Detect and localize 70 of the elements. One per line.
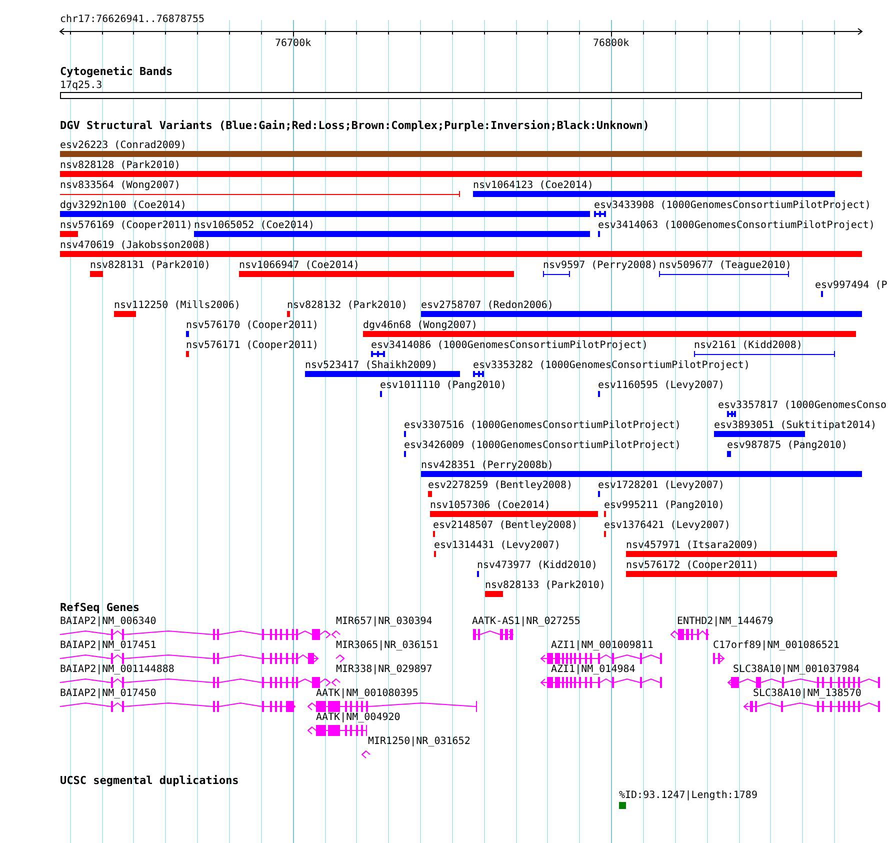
variant-label: nsv1064123 (Coe2014)	[473, 180, 594, 191]
variant-label: esv3307516 (1000GenomesConsortiumPilotProject)	[404, 420, 681, 431]
variant-label: nsv457971 (Itsara2009)	[626, 540, 758, 551]
band-label: 17q25.3	[60, 80, 102, 91]
variant-label: esv2278259 (Bentley2008)	[428, 480, 572, 491]
gene-label: BAIAP2|NM_006340	[60, 616, 156, 627]
variant-label: nsv576172 (Cooper2011)	[626, 560, 758, 571]
gene-label: MIR338|NR_029897	[336, 664, 432, 675]
track-heading: DGV Structural Variants (Blue:Gain;Red:Loss;Brown:Complex;Purple:Inversion;Black:Unknown)	[60, 120, 650, 132]
variant-label: nsv523417 (Shaikh2009)	[305, 360, 438, 371]
variant-label: esv2758707 (Redon2006)	[421, 300, 554, 311]
variant-label: esv3433908 (1000GenomesConsortiumPilotProject)	[594, 200, 871, 211]
variant-label: nsv428351 (Perry2008b)	[421, 460, 554, 471]
duplication-label: %ID:93.1247|Length:1789	[619, 790, 758, 801]
variant-label: esv1314431 (Levy2007)	[434, 540, 560, 551]
gene-label: BAIAP2|NM_001144888	[60, 664, 174, 675]
variant-label: nsv576170 (Cooper2011)	[186, 320, 318, 331]
variant-label: nsv828128 (Park2010)	[60, 160, 180, 171]
variant-label: nsv828133 (Park2010)	[485, 580, 606, 591]
variant-label: esv997494 (P	[815, 280, 888, 291]
variant-label: nsv2161 (Kidd2008)	[694, 340, 802, 351]
variant-label: esv3893051 (Suktitipat2014)	[714, 420, 877, 431]
variant-label: nsv1065052 (Coe2014)	[194, 220, 314, 231]
tick-label: 76700k	[275, 38, 312, 49]
variant-label: nsv473977 (Kidd2010)	[477, 560, 598, 571]
gene-label: AATK|NM_004920	[316, 712, 400, 723]
variant-label: nsv1057306 (Coe2014)	[430, 500, 550, 511]
variant-label: dgv46n68 (Wong2007)	[363, 320, 478, 331]
coordinate-range-label: chr17:76626941..76878755	[60, 14, 204, 25]
variant-label: esv3414063 (1000GenomesConsortiumPilotProject)	[598, 220, 875, 231]
variant-label: nsv828131 (Park2010)	[90, 260, 210, 271]
gene-label: MIR3065|NR_036151	[336, 640, 438, 651]
variant-label: nsv576169 (Cooper2011)	[60, 220, 192, 231]
variant-label: esv3357817 (1000GenomesConso	[718, 400, 887, 411]
variant-label: nsv576171 (Cooper2011)	[186, 340, 318, 351]
gene-label: MIR1250|NR_031652	[368, 736, 470, 747]
variant-label: esv1011110 (Pang2010)	[380, 380, 506, 391]
variant-label: esv1160595 (Levy2007)	[598, 380, 724, 391]
variant-label: nsv1066947 (Coe2014)	[239, 260, 360, 271]
gene-label: AZI1|NM_014984	[551, 664, 636, 675]
gene-label: BAIAP2|NM_017451	[60, 640, 156, 651]
variant-label: dgv3292n100 (Coe2014)	[60, 200, 186, 211]
variant-label: nsv470619 (Jakobsson2008)	[60, 240, 211, 251]
variant-label: esv3414086 (1000GenomesConsortiumPilotProject)	[371, 340, 648, 351]
track-heading: Cytogenetic Bands	[60, 66, 173, 78]
gene-label: SLC38A10|NM_001037984	[733, 664, 860, 675]
variant-label: nsv509677 (Teague2010)	[659, 260, 792, 271]
variant-label: esv995211 (Pang2010)	[604, 500, 724, 511]
variant-label: esv3426009 (1000GenomesConsortiumPilotProject)	[404, 440, 681, 451]
gene-label: C17orf89|NM_001086521	[713, 640, 840, 651]
track-heading: UCSC segmental duplications	[60, 775, 239, 787]
gene-label: BAIAP2|NM_017450	[60, 688, 156, 699]
gene-label: AATK-AS1|NR_027255	[472, 616, 580, 627]
gene-label: ENTHD2|NM_144679	[677, 616, 774, 627]
variant-label: esv3353282 (1000GenomesConsortiumPilotProject)	[473, 360, 750, 371]
variant-label: nsv833564 (Wong2007)	[60, 180, 180, 191]
variant-label: nsv112250 (Mills2006)	[114, 300, 240, 311]
variant-label: nsv828132 (Park2010)	[287, 300, 408, 311]
variant-label: esv987875 (Pang2010)	[727, 440, 848, 451]
variant-label: esv1376421 (Levy2007)	[604, 520, 730, 531]
gene-label: MIR657|NR_030394	[336, 616, 432, 627]
variant-label: esv26223 (Conrad2009)	[60, 140, 186, 151]
variant-label: esv2148507 (Bentley2008)	[433, 520, 578, 531]
variant-label: nsv9597 (Perry2008)	[543, 260, 658, 271]
tick-label: 76800k	[593, 38, 630, 49]
gene-label: AZI1|NM_001009811	[551, 640, 654, 651]
gene-label: AATK|NM_001080395	[316, 688, 418, 699]
variant-label: esv1728201 (Levy2007)	[598, 480, 724, 491]
track-heading: RefSeq Genes	[60, 602, 140, 614]
gene-label: SLC38A10|NM_138570	[753, 688, 862, 699]
